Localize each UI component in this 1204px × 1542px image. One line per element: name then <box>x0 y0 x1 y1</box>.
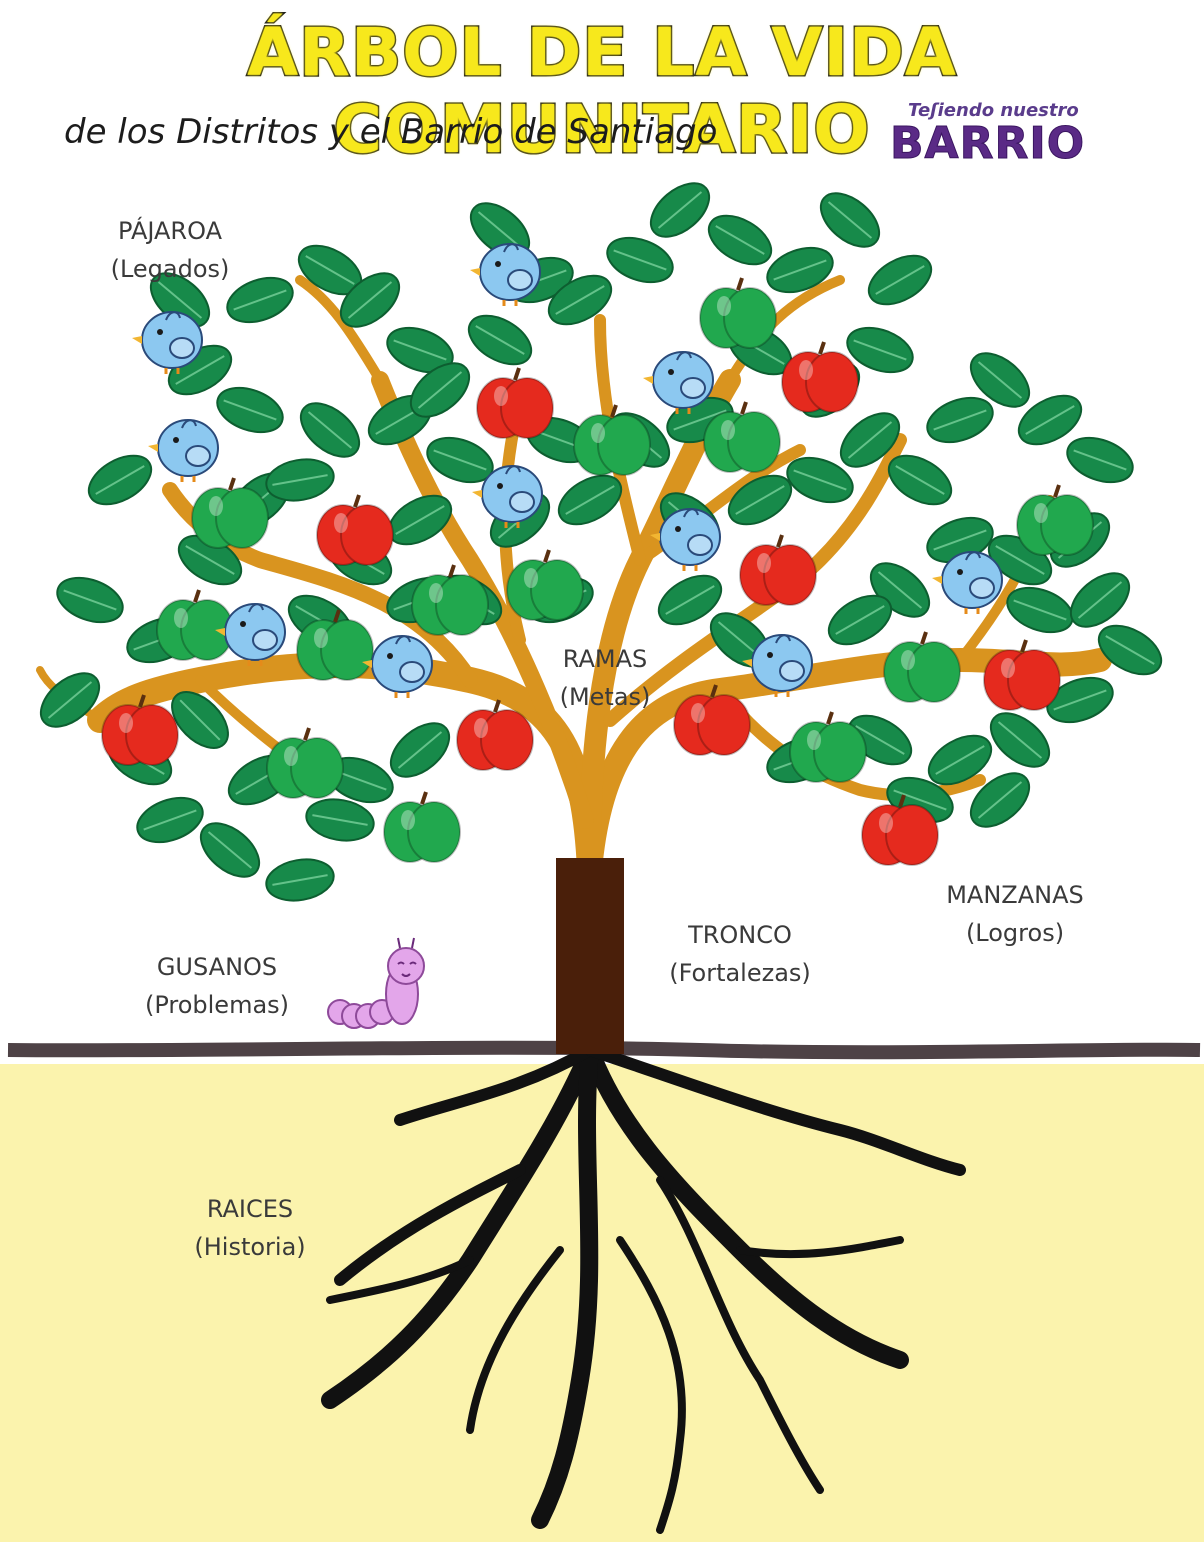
label-branches: RAMAS (Metas) <box>510 640 700 716</box>
label-roots-name: RAICES <box>150 1190 350 1228</box>
leaf-icon <box>1091 616 1170 685</box>
leaf-icon <box>461 306 540 375</box>
label-apples-name: MANZANAS <box>910 876 1120 914</box>
leaf-icon <box>263 854 337 905</box>
green-apple-icon <box>267 728 343 798</box>
red-apple-icon <box>477 368 553 438</box>
leaf-icon <box>761 240 839 301</box>
leaf-icon <box>81 446 160 515</box>
label-birds-meaning: (Legados) <box>70 250 270 288</box>
label-birds-name: PÁJAROA <box>70 212 270 250</box>
leaf-icon <box>51 570 129 631</box>
leaf-icon <box>921 390 999 451</box>
leaf-icon <box>601 230 679 291</box>
label-worms: GUSANOS (Problemas) <box>112 948 322 1024</box>
ground-area <box>0 1064 1204 1542</box>
red-apple-icon <box>317 495 393 565</box>
leaf-icon <box>191 813 269 887</box>
leaf-icon <box>701 206 780 275</box>
green-apple-icon <box>157 590 233 660</box>
label-worms-meaning: (Problemas) <box>112 986 322 1024</box>
leaf-icon <box>641 173 719 247</box>
leaf-icon <box>861 246 940 315</box>
leaf-icon <box>211 380 289 441</box>
green-apple-icon <box>884 632 960 702</box>
page-subtitle: de los Distritos y el Barrio de Santiago <box>64 112 717 152</box>
label-apples-meaning: (Logros) <box>910 914 1120 952</box>
label-trunk-meaning: (Fortalezas) <box>635 954 845 992</box>
green-apple-icon <box>384 792 460 862</box>
barrio-logo: Teʃiendo nuestro BARRIO <box>890 100 1150 172</box>
label-roots-meaning: (Historia) <box>150 1228 350 1266</box>
red-apple-icon <box>782 342 858 412</box>
green-apple-icon <box>1017 485 1093 555</box>
red-apple-icon <box>740 535 816 605</box>
label-roots: RAICES (Historia) <box>150 1190 350 1266</box>
worm-icon <box>328 938 424 1028</box>
logo-main-text: BARRIO <box>890 118 1085 169</box>
label-birds: PÁJAROA (Legados) <box>70 212 270 288</box>
leaf-icon <box>1061 563 1139 637</box>
bird-icon <box>148 420 218 482</box>
leaf-icon <box>811 183 889 257</box>
label-trunk-name: TRONCO <box>635 916 845 954</box>
label-branches-meaning: (Metas) <box>510 678 700 716</box>
label-worms-name: GUSANOS <box>112 948 322 986</box>
green-apple-icon <box>507 550 583 620</box>
leaf-icon <box>981 703 1059 777</box>
leaf-icon <box>291 393 369 467</box>
leaf-icon <box>381 713 459 787</box>
leaf-icon <box>1061 430 1139 491</box>
label-trunk: TRONCO (Fortalezas) <box>635 916 845 992</box>
leaf-icon <box>131 790 209 851</box>
trunk <box>556 858 624 1054</box>
label-apples: MANZANAS (Logros) <box>910 876 1120 952</box>
label-branches-name: RAMAS <box>510 640 700 678</box>
green-apple-icon <box>700 278 776 348</box>
